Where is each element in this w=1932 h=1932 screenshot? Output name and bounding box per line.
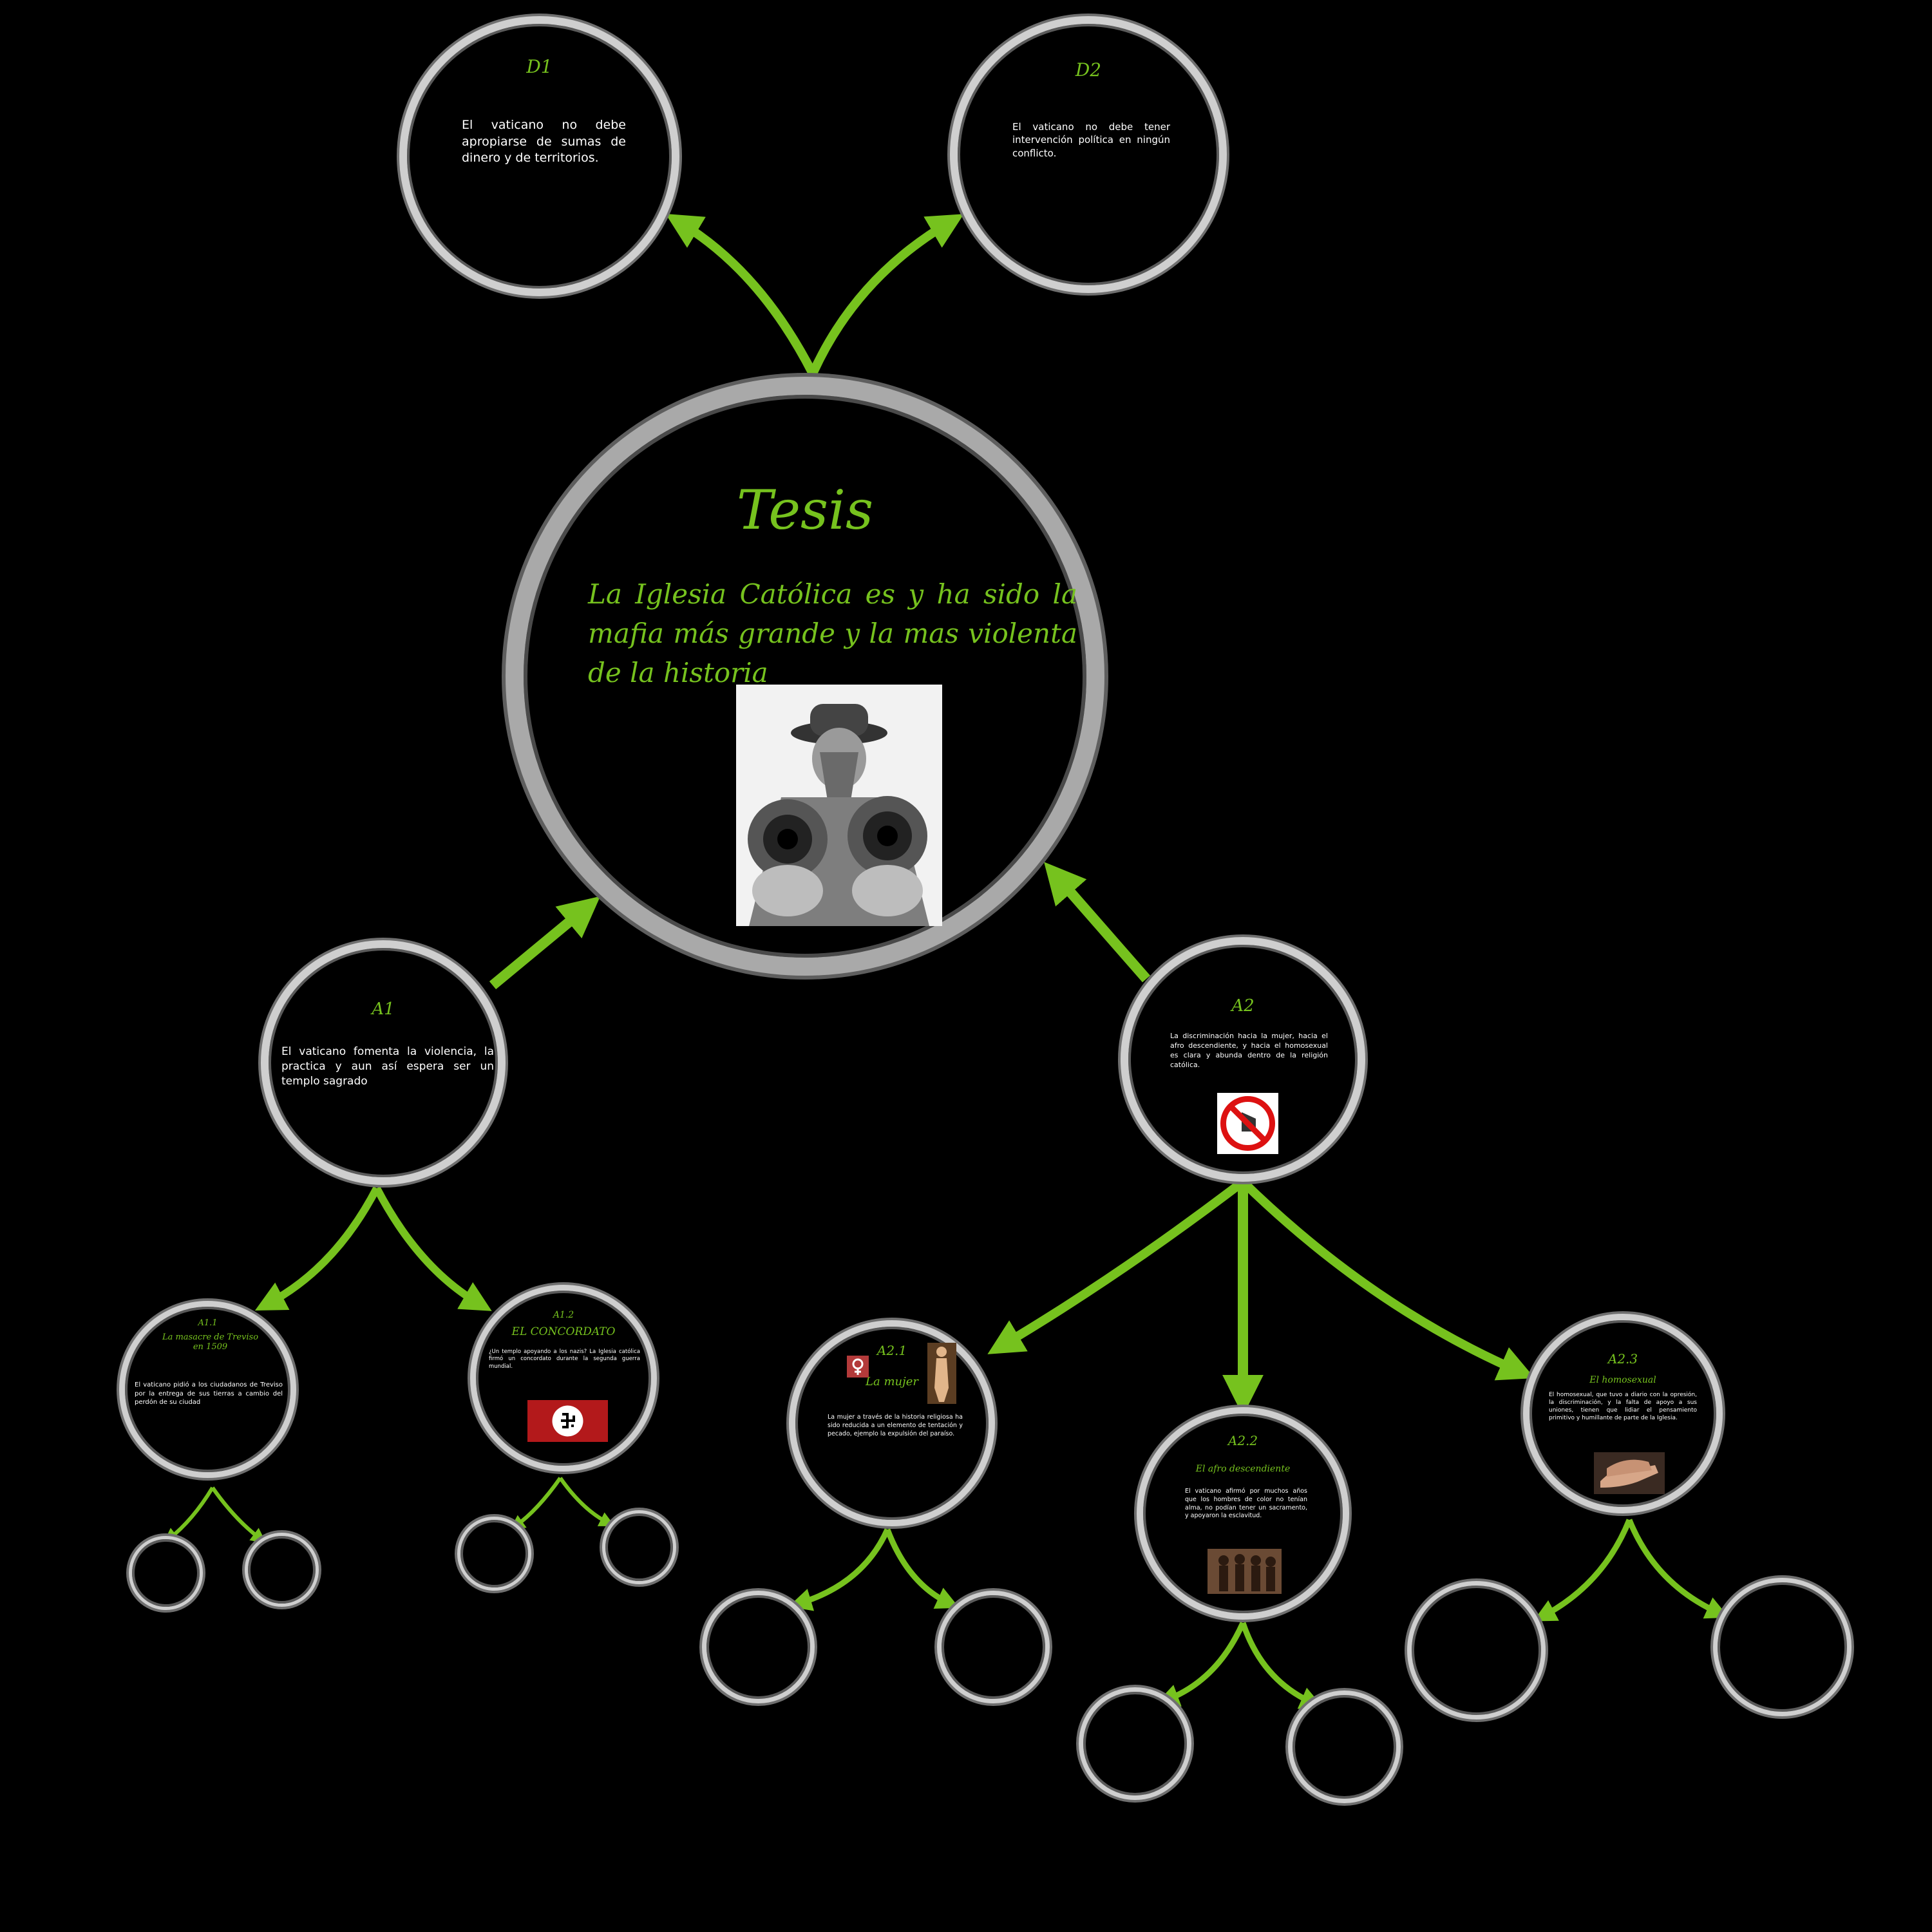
subnode-a22-2[interactable]	[1288, 1690, 1401, 1803]
arrow-a1-to-a12	[373, 1186, 492, 1311]
subnode-a21-2[interactable]	[937, 1591, 1050, 1703]
node-a12-body: ¿Un templo apoyando a los nazis? La Igle…	[489, 1349, 640, 1370]
arrow-a11-to-sub2	[211, 1486, 267, 1544]
subnode-a11-2[interactable]	[245, 1533, 319, 1607]
arrow-a2-to-a23	[1240, 1178, 1535, 1381]
tesis-body: La Iglesia Católica es y ha sido la mafi…	[588, 578, 1077, 688]
gangster-image	[736, 685, 942, 926]
arrow-a11-to-sub1	[163, 1486, 214, 1544]
subnode-a23-2[interactable]	[1713, 1578, 1852, 1716]
arrow-a23-to-sub1	[1533, 1519, 1633, 1622]
node-d1-body: El vaticano no debe apropiarse de sumas …	[462, 118, 626, 166]
prohibition-sign-image	[1217, 1093, 1278, 1154]
arrow-a12-to-sub1	[509, 1477, 562, 1531]
arrow-tesis-to-d2	[808, 214, 964, 375]
node-d2-body: El vaticano no debe tener intervención p…	[1012, 121, 1170, 159]
arrow-a22-to-sub2	[1240, 1622, 1323, 1709]
slaves-photo-image	[1208, 1549, 1282, 1594]
node-a12-title: A1.2	[553, 1310, 574, 1320]
node-a23-title: A2.3	[1607, 1351, 1638, 1367]
node-a22-body: El vaticano afirmó por muchos años que l…	[1185, 1488, 1307, 1520]
node-d2[interactable]: D2 El vaticano no debe tener intervenció…	[950, 16, 1227, 293]
node-a11-body: El vaticano pidió a los ciudadanos de Tr…	[135, 1381, 283, 1406]
arrow-a1-to-a11	[254, 1186, 381, 1311]
arrow-a1-to-tesis	[489, 896, 601, 990]
node-a1[interactable]: A1 El vaticano fomenta la violencia, la …	[261, 940, 506, 1185]
node-a21-subtitle: La mujer	[866, 1375, 918, 1388]
subnode-a21-1[interactable]	[702, 1591, 815, 1703]
subnode-a12-1[interactable]	[457, 1517, 531, 1591]
node-a21-title: A2.1	[876, 1343, 907, 1358]
subnode-a12-2[interactable]	[602, 1510, 676, 1584]
node-a22[interactable]: A2.2 El afro descendiente El vaticano af…	[1137, 1407, 1349, 1620]
node-a2[interactable]: A2 La discriminación hacia la mujer, hac…	[1121, 937, 1365, 1182]
node-d2-title: D2	[1075, 59, 1102, 80]
arrow-a12-to-sub2	[558, 1477, 615, 1526]
node-a11-subtitle: La masacre de Treviso en 1509	[162, 1332, 259, 1352]
arrow-a2-to-a21	[987, 1178, 1246, 1354]
subnode-a23-1[interactable]	[1407, 1581, 1546, 1719]
node-a22-title: A2.2	[1227, 1433, 1258, 1448]
arrow-a21-to-sub1	[788, 1528, 891, 1611]
node-a23[interactable]: A2.3 El homosexual El homosexual, que tu…	[1523, 1314, 1723, 1513]
arrow-a23-to-sub2	[1626, 1519, 1729, 1619]
subnode-a11-1[interactable]	[129, 1536, 203, 1610]
node-d1[interactable]: D1 El vaticano no debe apropiarse de sum…	[399, 16, 679, 296]
nazi-flag-image	[527, 1400, 608, 1442]
node-a11[interactable]: A1.1 La masacre de Treviso en 1509 El va…	[119, 1301, 296, 1478]
venus-symbol-image	[847, 1356, 869, 1378]
hands-photo-image	[1594, 1452, 1665, 1494]
node-a11-title: A1.1	[198, 1318, 218, 1328]
node-a21-body: La mujer a través de la historia religio…	[828, 1414, 963, 1437]
node-a21[interactable]: A2.1 La mujer La mujer a través de la hi…	[789, 1320, 995, 1526]
node-a2-title: A2	[1231, 996, 1255, 1016]
node-a23-body: El homosexual, que tuvo a diario con la …	[1549, 1392, 1697, 1422]
arrow-a22-to-sub1	[1155, 1622, 1246, 1707]
node-a2-body: La discriminación hacia la mujer, hacia …	[1170, 1032, 1328, 1069]
arrow-a21-to-sub2	[884, 1528, 960, 1609]
node-a1-body: El vaticano fomenta la violencia, la pra…	[281, 1045, 494, 1088]
node-a23-subtitle: El homosexual	[1589, 1375, 1656, 1385]
arrow-tesis-to-d1	[665, 214, 817, 376]
arrow-a2-to-tesis	[1044, 862, 1151, 983]
node-tesis[interactable]: Tesis La Iglesia Católica es y ha sido l…	[506, 377, 1104, 976]
node-a1-title: A1	[372, 999, 395, 1019]
tesis-title: Tesis	[736, 478, 874, 542]
eve-painting-image	[927, 1343, 956, 1404]
node-a12-subtitle: EL CONCORDATO	[511, 1325, 616, 1338]
node-d1-title: D1	[526, 56, 553, 77]
subnode-a22-1[interactable]	[1079, 1687, 1191, 1800]
node-a22-subtitle: El afro descendiente	[1195, 1464, 1291, 1474]
node-a12[interactable]: A1.2 EL CONCORDATO ¿Un templo apoyando a…	[470, 1285, 657, 1472]
